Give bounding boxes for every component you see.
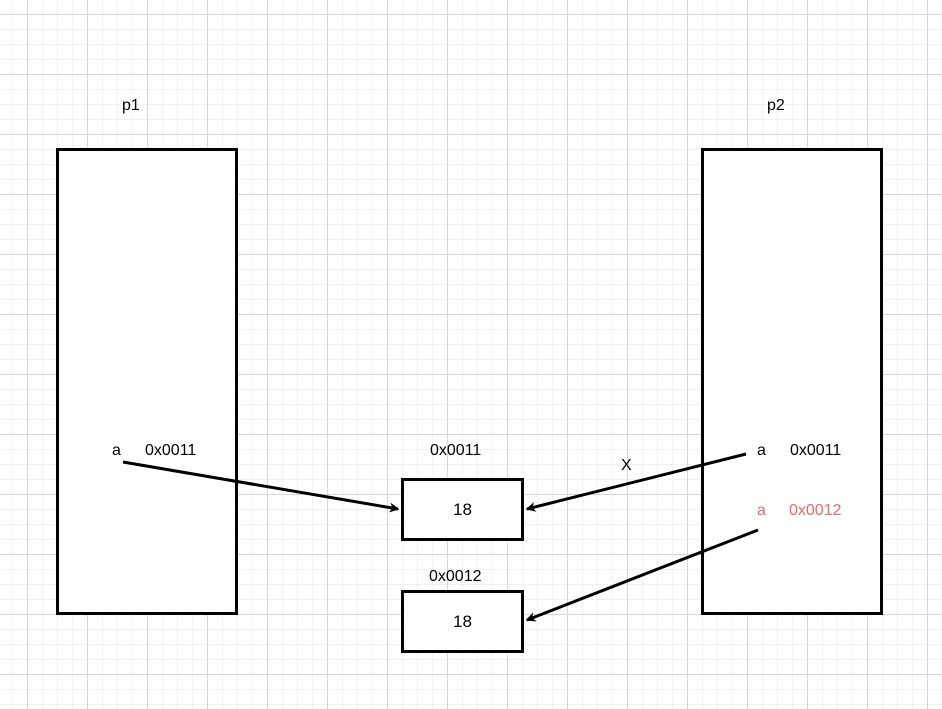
- heap-cell-value-1: 18: [453, 499, 472, 519]
- p2-old-var-address: 0x0011: [790, 442, 842, 459]
- heap-cell-address-1: 0x0011: [430, 442, 482, 459]
- frame-title-p2: p2: [767, 97, 785, 114]
- p1-var-name: a: [112, 442, 121, 459]
- stack-frame-p2[interactable]: [701, 148, 883, 615]
- p2-old-var-name: a: [757, 442, 766, 459]
- p2-new-var-address: 0x0012: [789, 502, 842, 519]
- heap-cell-2[interactable]: 18: [401, 590, 524, 653]
- arrow-broken-label: X: [621, 457, 632, 474]
- stack-frame-p1[interactable]: [56, 148, 238, 615]
- frame-title-p1: p1: [122, 97, 140, 114]
- heap-cell-1[interactable]: 18: [401, 478, 524, 541]
- p2-new-var-name: a: [757, 502, 766, 519]
- heap-cell-value-2: 18: [453, 611, 472, 631]
- p1-var-address: 0x0011: [145, 442, 197, 459]
- heap-cell-address-2: 0x0012: [429, 568, 482, 585]
